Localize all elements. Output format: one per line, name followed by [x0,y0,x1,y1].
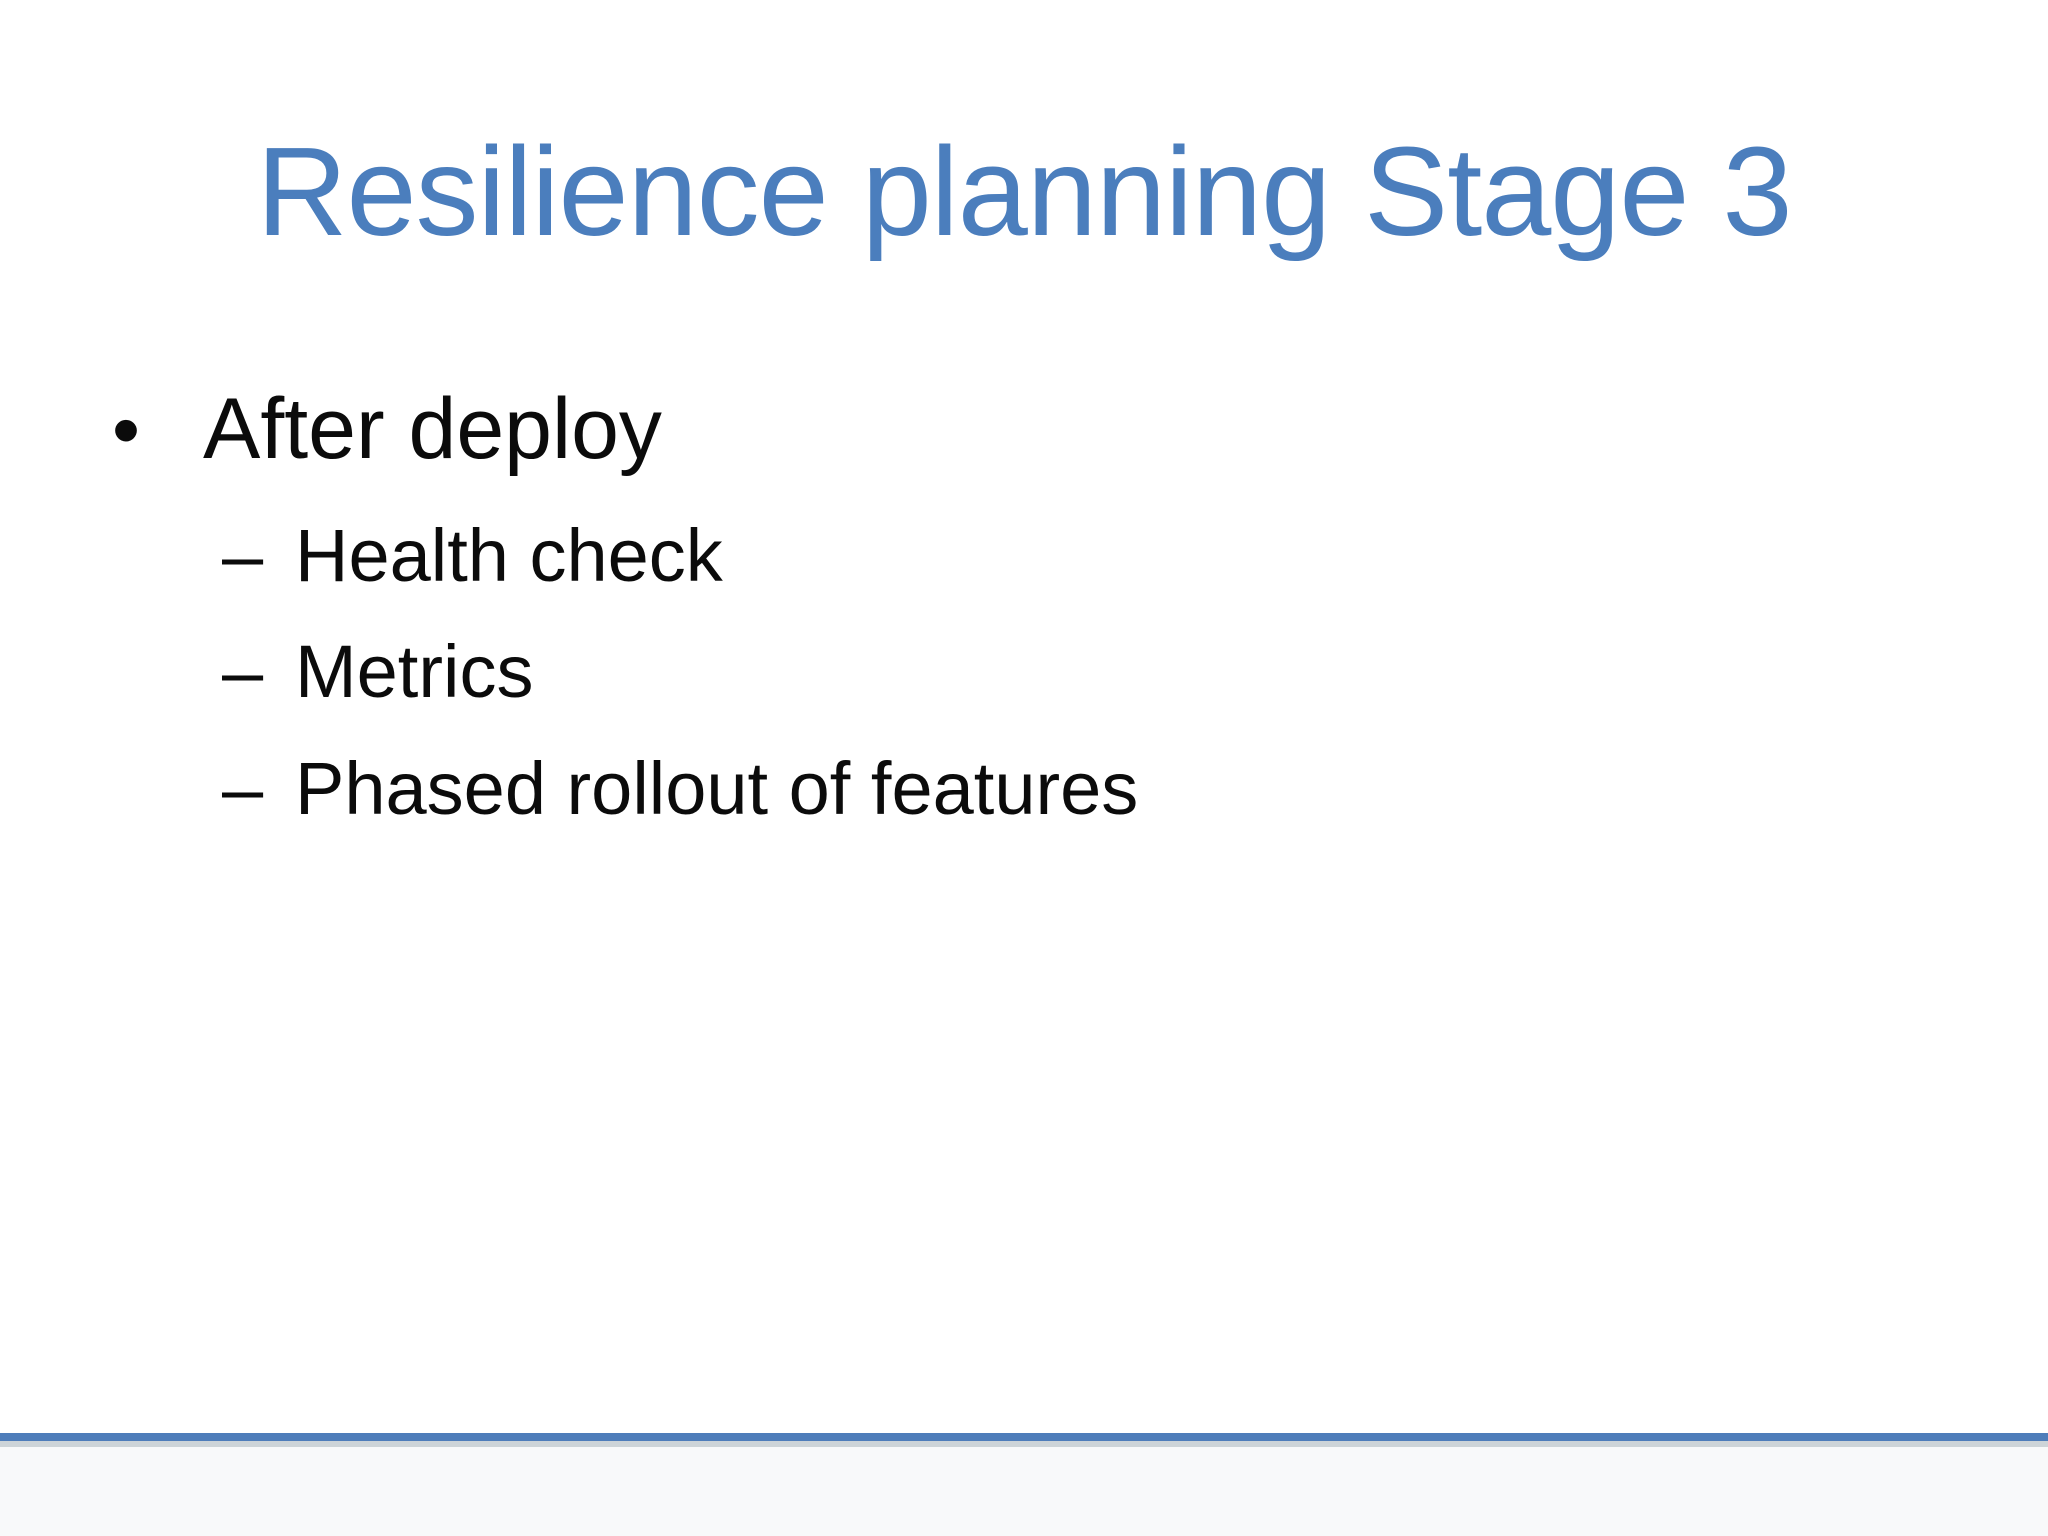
bullet-dot-marker: • [112,385,141,474]
slide-body: • After deploy – Health check – Metrics … [0,376,1988,834]
footer-accent-line [0,1433,2048,1441]
bullet-item: • After deploy [112,376,1988,484]
sub-bullet-text: Phased rollout of features [295,747,1139,831]
sub-bullet-text: Metrics [295,630,534,714]
bullet-text: After deploy [203,381,662,477]
sub-bullet-item: – Health check [222,512,1988,601]
dash-marker: – [222,513,264,597]
dash-marker: – [222,630,264,714]
footer-strip [0,1447,2048,1536]
dash-marker: – [222,747,264,831]
sub-bullet-item: – Phased rollout of features [222,745,1988,834]
slide-title: Resilience planning Stage 3 [256,121,1792,262]
sub-bullet-text: Health check [295,513,723,597]
footer-secondary-line [0,1441,2048,1447]
sub-bullet-item: – Metrics [222,628,1988,717]
